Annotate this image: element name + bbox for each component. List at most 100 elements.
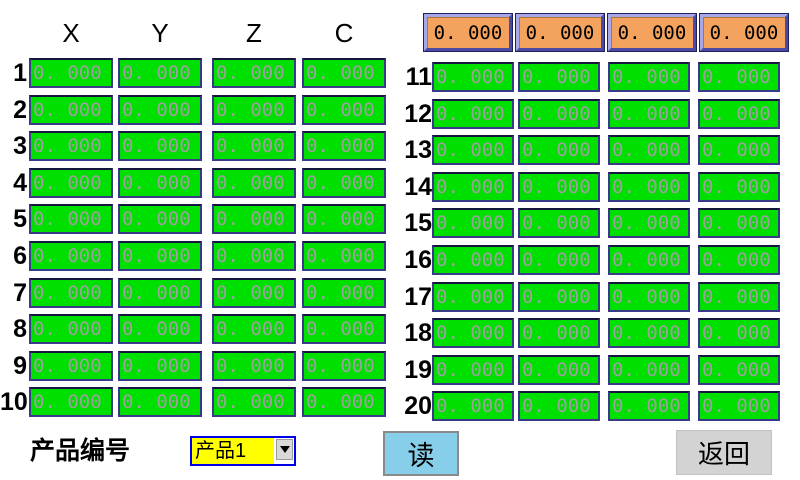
value-cell: 0. 000 bbox=[518, 281, 600, 312]
value-cell: 0. 000 bbox=[302, 58, 386, 88]
setpoint-button-c[interactable]: 0. 000 bbox=[699, 13, 789, 52]
value-cell: 0. 000 bbox=[698, 354, 780, 385]
value-cell: 0. 000 bbox=[698, 281, 780, 312]
value-cell: 0. 000 bbox=[608, 281, 690, 312]
value-cell: 0. 000 bbox=[118, 58, 202, 88]
value-cell: 0. 000 bbox=[518, 318, 600, 349]
value-cell: 0. 000 bbox=[698, 98, 780, 129]
value-cell: 0. 000 bbox=[212, 240, 296, 271]
value-cell: 0. 000 bbox=[432, 208, 514, 239]
value-cell: 0. 000 bbox=[432, 244, 514, 275]
value-cell: 0. 000 bbox=[518, 135, 600, 166]
column-header-y: Y bbox=[151, 17, 169, 48]
value-cell: 0. 000 bbox=[212, 131, 296, 162]
value-cell: 0. 000 bbox=[432, 281, 514, 312]
value-cell: 0. 000 bbox=[118, 240, 202, 271]
value-cell: 0. 000 bbox=[29, 314, 113, 345]
value-cell: 0. 000 bbox=[212, 277, 296, 308]
row-number: 16 bbox=[404, 245, 432, 274]
product-select-value: 产品1 bbox=[192, 438, 274, 464]
column-header-z: Z bbox=[246, 17, 262, 48]
value-cell: 0. 000 bbox=[29, 94, 113, 125]
value-cell: 0. 000 bbox=[518, 171, 600, 202]
value-cell: 0. 000 bbox=[518, 244, 600, 275]
triangle-glyph bbox=[279, 446, 290, 453]
value-cell: 0. 000 bbox=[302, 167, 386, 198]
setpoint-button-row: 0. 000 0. 000 0. 000 0. 000 bbox=[423, 13, 792, 52]
setpoint-button-y[interactable]: 0. 000 bbox=[515, 13, 605, 52]
value-cell: 0. 000 bbox=[698, 171, 780, 202]
read-button[interactable]: 读 bbox=[383, 431, 459, 476]
column-headers: X Y Z C bbox=[0, 18, 386, 48]
value-cell: 0. 000 bbox=[302, 240, 386, 271]
value-cell: 0. 000 bbox=[29, 277, 113, 308]
value-cell: 0. 000 bbox=[29, 387, 113, 418]
value-cell: 0. 000 bbox=[518, 98, 600, 129]
row-number: 7 bbox=[13, 278, 27, 307]
setpoint-button-z[interactable]: 0. 000 bbox=[607, 13, 697, 52]
value-cell: 0. 000 bbox=[608, 62, 690, 92]
header-spacer bbox=[0, 33, 29, 34]
value-cell: 0. 000 bbox=[698, 208, 780, 239]
value-cell: 0. 000 bbox=[698, 62, 780, 92]
value-cell: 0. 000 bbox=[118, 350, 202, 381]
value-cell: 0. 000 bbox=[608, 208, 690, 239]
value-cell: 0. 000 bbox=[212, 167, 296, 198]
column-header-c: C bbox=[334, 17, 354, 48]
value-cell: 0. 000 bbox=[29, 131, 113, 162]
value-cell: 0. 000 bbox=[118, 131, 202, 162]
value-cell: 0. 000 bbox=[29, 58, 113, 88]
value-cell: 0. 000 bbox=[518, 354, 600, 385]
value-cell: 0. 000 bbox=[118, 204, 202, 235]
value-cell: 0. 000 bbox=[212, 314, 296, 345]
value-cell: 0. 000 bbox=[608, 171, 690, 202]
value-cell: 0. 000 bbox=[29, 350, 113, 381]
value-cell: 0. 000 bbox=[212, 387, 296, 418]
setpoint-button-x[interactable]: 0. 000 bbox=[423, 13, 513, 52]
row-number: 6 bbox=[13, 241, 27, 270]
row-number: 8 bbox=[13, 315, 27, 344]
value-cell: 0. 000 bbox=[698, 244, 780, 275]
value-cell: 0. 000 bbox=[212, 94, 296, 125]
value-cell: 0. 000 bbox=[302, 131, 386, 162]
row-number: 11 bbox=[405, 63, 432, 91]
value-cell: 0. 000 bbox=[432, 318, 514, 349]
row-number: 20 bbox=[404, 392, 432, 421]
value-cell: 0. 000 bbox=[608, 244, 690, 275]
value-cell: 0. 000 bbox=[432, 354, 514, 385]
value-cell: 0. 000 bbox=[29, 167, 113, 198]
value-cell: 0. 000 bbox=[518, 208, 600, 239]
value-cell: 0. 000 bbox=[698, 135, 780, 166]
value-cell: 0. 000 bbox=[118, 314, 202, 345]
value-cell: 0. 000 bbox=[118, 387, 202, 418]
product-select[interactable]: 产品1 bbox=[190, 436, 296, 466]
row-number: 9 bbox=[13, 351, 27, 380]
row-number: 5 bbox=[13, 205, 27, 234]
value-cell: 0. 000 bbox=[608, 98, 690, 129]
chevron-down-icon[interactable] bbox=[276, 439, 293, 460]
value-cell: 0. 000 bbox=[302, 314, 386, 345]
value-cell: 0. 000 bbox=[212, 350, 296, 381]
row-number: 19 bbox=[404, 355, 432, 384]
value-cell: 0. 000 bbox=[212, 204, 296, 235]
value-cell: 0. 000 bbox=[608, 354, 690, 385]
value-cell: 0. 000 bbox=[302, 204, 386, 235]
value-cell: 0. 000 bbox=[302, 350, 386, 381]
value-cell: 0. 000 bbox=[432, 391, 514, 422]
row-number: 4 bbox=[13, 168, 27, 197]
back-button[interactable]: 返回 bbox=[676, 430, 772, 475]
